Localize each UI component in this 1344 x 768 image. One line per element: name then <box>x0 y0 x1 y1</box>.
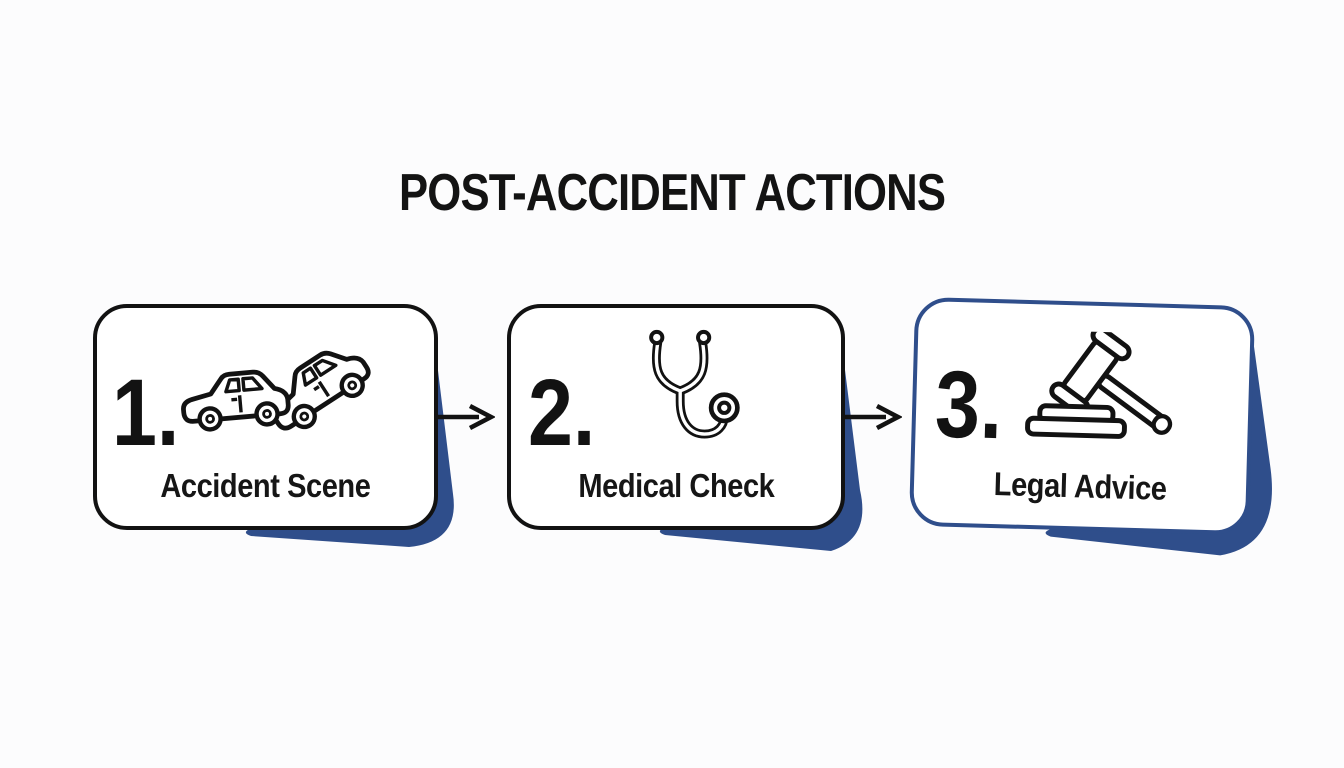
step-label: Accident Scene <box>160 467 371 504</box>
card-face: 2. Medical Check <box>507 304 845 530</box>
step-number: 2. <box>528 360 596 466</box>
stethoscope-icon <box>649 329 740 439</box>
arrow-right-icon <box>841 403 902 431</box>
arrow-right-icon <box>434 403 495 431</box>
step-label: Legal Advice <box>993 465 1167 507</box>
car-collision-icon <box>177 330 377 437</box>
gavel-icon <box>1025 329 1173 439</box>
page-title: POST-ACCIDENT ACTIONS <box>0 167 1344 219</box>
step-label: Medical Check <box>577 467 775 504</box>
card-face: 3. Legal Advice <box>908 296 1256 536</box>
card-face: 1. <box>93 304 438 530</box>
step-card-medical-check: 2. Medical Check <box>507 304 863 551</box>
step-card-legal-advice: 3. Legal Advice <box>908 296 1272 556</box>
step-number: 3. <box>933 351 1005 460</box>
page-title-text: POST-ACCIDENT ACTIONS <box>398 164 946 222</box>
step-number: 1. <box>112 360 180 466</box>
step-card-accident-scene: 1. <box>93 304 454 547</box>
